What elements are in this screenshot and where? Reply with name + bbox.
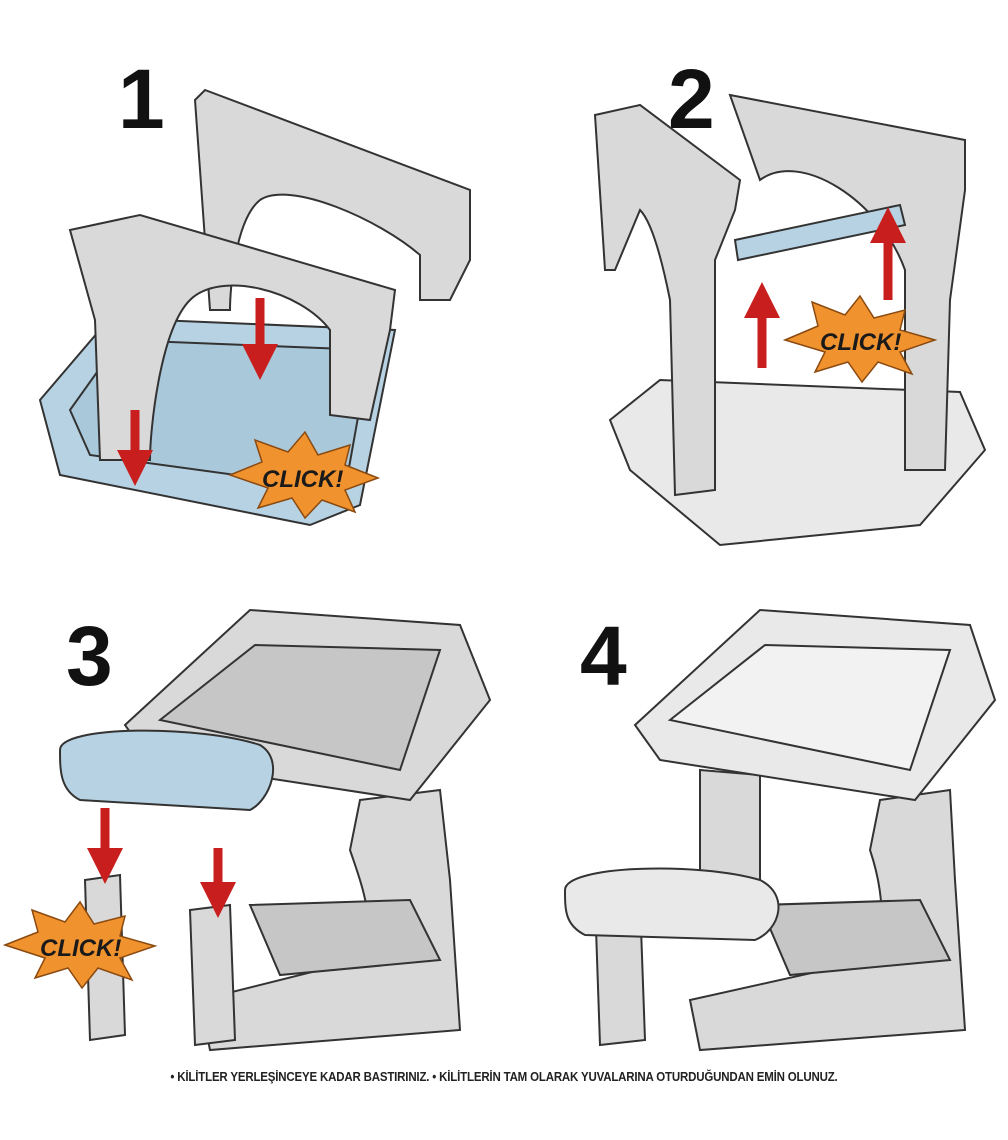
step-4-panel: 4 — [563, 608, 997, 1052]
click-burst — [782, 294, 938, 384]
seat — [563, 867, 780, 942]
click-label: CLICK! — [820, 329, 901, 356]
click-label: CLICK! — [40, 935, 121, 962]
step-3-panel: 3 CLICK! — [2, 608, 492, 1052]
writing-surface — [667, 643, 952, 772]
step-2-panel: 2 CLICK! — [593, 52, 987, 547]
click-label: CLICK! — [262, 466, 343, 493]
step-3-number: 3 — [66, 609, 113, 703]
step-1-panel: 1 CLICK! — [38, 52, 471, 527]
step-1-number: 1 — [118, 52, 165, 146]
writing-surface — [157, 643, 442, 772]
seat — [58, 729, 275, 812]
crossbar — [733, 203, 907, 262]
seat-post — [188, 903, 237, 1047]
step-2-number: 2 — [668, 52, 715, 146]
footrest — [758, 898, 952, 977]
desk-leg-back — [699, 768, 761, 881]
right-leg-frame — [728, 93, 966, 471]
front-leg-frame — [68, 213, 397, 461]
footrest — [248, 898, 442, 977]
click-burst — [227, 430, 381, 520]
step-4-number: 4 — [580, 609, 627, 703]
click-burst — [2, 900, 158, 990]
footer-instruction-note: • KİLİTLER YERLEŞİNCEYE KADAR BASTIRINIZ… — [170, 1070, 838, 1084]
left-leg-frame — [593, 103, 742, 497]
